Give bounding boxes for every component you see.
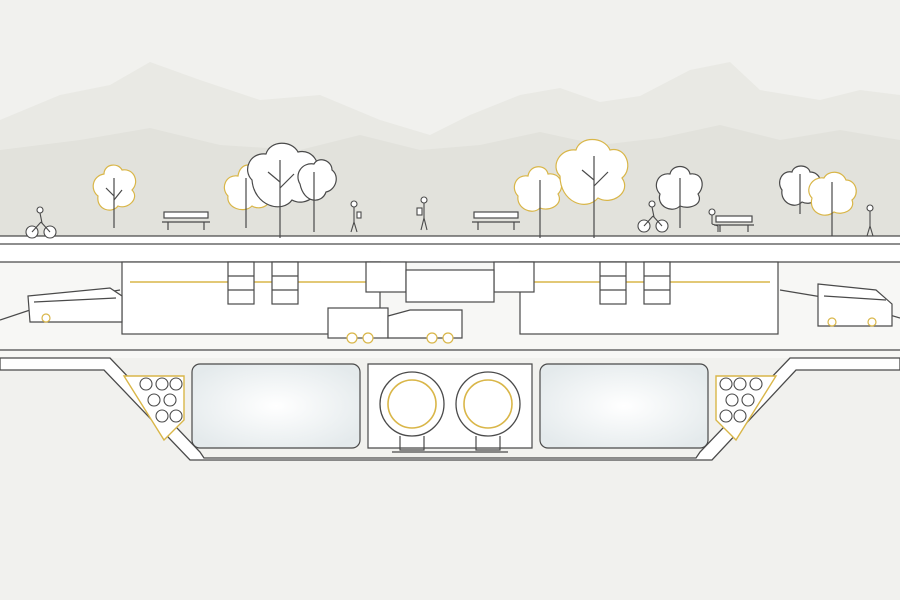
park-deck xyxy=(0,236,900,262)
duct-icon xyxy=(719,377,733,391)
tree-icon xyxy=(655,165,703,228)
van-icon xyxy=(817,283,893,327)
tree-icon xyxy=(297,159,337,232)
bench-icon xyxy=(472,211,520,230)
bench-icon xyxy=(714,215,754,232)
tree-icon xyxy=(555,138,629,238)
surface-level xyxy=(0,235,900,262)
benches xyxy=(162,211,754,232)
duct-icon xyxy=(741,393,755,407)
bus-icon xyxy=(27,287,123,323)
building-right xyxy=(493,261,779,335)
central-block xyxy=(405,269,495,303)
cable-duct-right xyxy=(715,375,778,442)
transit-tubes xyxy=(367,363,533,453)
utility-tunnel-right xyxy=(539,363,709,449)
trees xyxy=(92,138,857,238)
transit-tube-icon xyxy=(379,371,445,451)
pedestrian-icon xyxy=(416,196,428,231)
road-level xyxy=(0,261,900,358)
truck-icon xyxy=(327,307,463,344)
duct-icon xyxy=(733,409,747,423)
cyclist-icon xyxy=(25,206,57,239)
pedestrian-icon xyxy=(866,204,874,237)
tree-icon xyxy=(247,142,319,238)
pedestrian-icon xyxy=(708,208,719,232)
bench-icon xyxy=(162,211,210,230)
cable-duct-left xyxy=(122,375,185,442)
transit-tube-icon xyxy=(455,371,521,451)
tree-icon xyxy=(513,166,563,238)
duct-icon xyxy=(147,393,161,407)
duct-icon xyxy=(733,377,747,391)
cyclist-icon xyxy=(637,200,669,233)
building-left xyxy=(121,261,407,335)
tree-icon xyxy=(808,171,857,236)
duct-icon xyxy=(155,377,169,391)
pedestrian-icon xyxy=(350,200,362,233)
duct-icon xyxy=(749,377,763,391)
duct-icon xyxy=(725,393,739,407)
duct-icon xyxy=(719,409,733,423)
duct-icon xyxy=(155,409,169,423)
underground-shell xyxy=(0,357,900,461)
tree-icon xyxy=(92,164,137,228)
underground-level xyxy=(0,357,900,461)
duct-icon xyxy=(139,377,153,391)
people xyxy=(25,196,874,239)
mountains-near xyxy=(0,125,900,240)
duct-icon xyxy=(169,377,183,391)
duct-icon xyxy=(163,393,177,407)
lower-ground xyxy=(0,462,900,600)
duct-icon xyxy=(169,409,183,423)
utility-tunnel-left xyxy=(191,363,361,449)
